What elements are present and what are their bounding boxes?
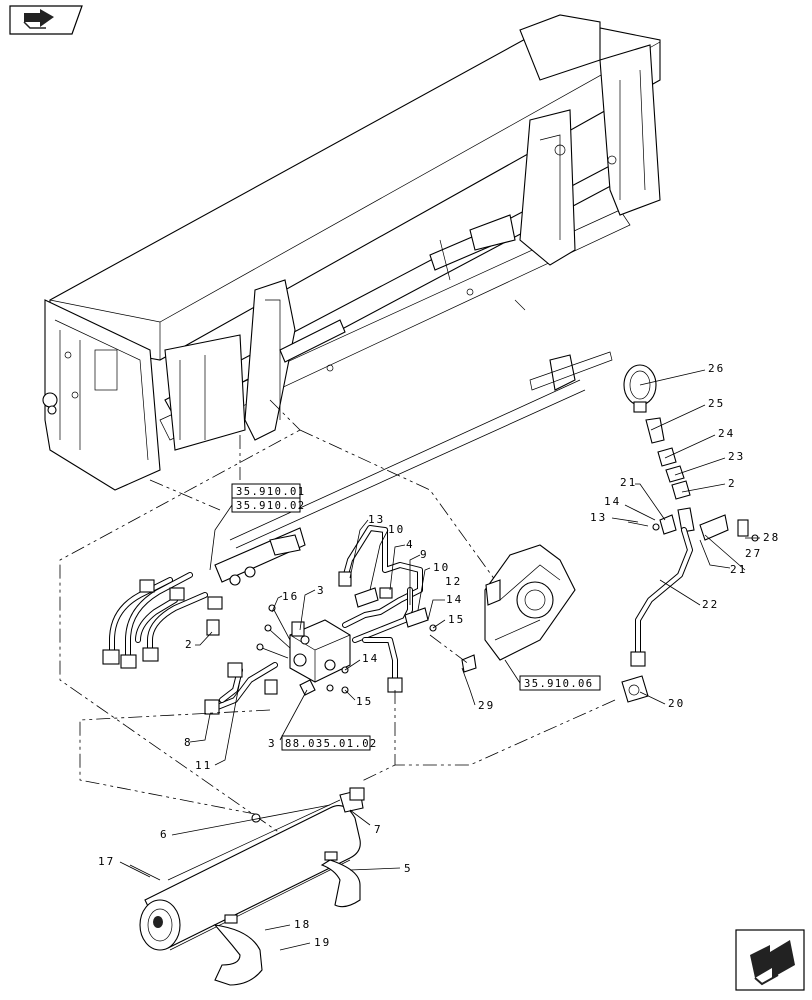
reference-box-group-2[interactable]: 35.910.06	[519, 675, 601, 691]
callout-10: 10	[388, 523, 405, 536]
check-valve	[251, 787, 365, 823]
callout-2: 2	[185, 638, 194, 651]
reference-label: 35.910.01	[236, 486, 306, 498]
callout-23: 23	[728, 450, 745, 463]
callout-27: 27	[745, 547, 762, 560]
reference-box-group-3[interactable]: 88.035.01.02	[281, 735, 378, 751]
callout-8: 8	[184, 736, 193, 749]
callout-11: 11	[195, 759, 212, 772]
callout-6: 6	[160, 828, 169, 841]
callout-numbers: 26 25 24 23 2 21 14 13 28 27 21 22 20 13…	[98, 362, 780, 949]
reference-label: 35.910.02	[236, 500, 306, 512]
callout-17: 17	[98, 855, 115, 868]
callout-19: 19	[314, 936, 331, 949]
callout-26: 26	[708, 362, 725, 375]
callout-13: 13	[368, 513, 385, 526]
callout-5: 5	[404, 862, 413, 875]
callout-2: 2	[728, 477, 737, 490]
reference-box-group-1[interactable]: 35.910.01 35.910.02	[231, 483, 306, 513]
callout-7: 7	[374, 823, 383, 836]
accumulator-clamps	[213, 851, 361, 986]
callout-28: 28	[763, 531, 780, 544]
hydraulic-hose-assembly	[102, 351, 613, 669]
callout-13: 13	[590, 511, 607, 524]
callout-12: 12	[445, 575, 462, 588]
callout-15: 15	[356, 695, 373, 708]
callout-4: 4	[406, 538, 415, 551]
accumulator-cylinder	[139, 799, 361, 951]
callout-leader-lines	[129, 369, 760, 951]
next-page-arrow-icon[interactable]	[9, 5, 83, 35]
callout-29: 29	[478, 699, 495, 712]
drive-housing	[484, 544, 576, 661]
callout-18: 18	[294, 918, 311, 931]
pressure-gauge-line	[621, 364, 759, 703]
callout-14: 14	[604, 495, 621, 508]
callout-15: 15	[448, 613, 465, 626]
callout-9: 9	[420, 548, 429, 561]
control-valve-block	[256, 604, 351, 696]
callout-10: 10	[433, 561, 450, 574]
callout-21: 21	[620, 476, 637, 489]
callout-25: 25	[708, 397, 725, 410]
callout-14: 14	[446, 593, 463, 606]
callout-3: 3	[317, 584, 326, 597]
callout-20: 20	[668, 697, 685, 710]
reference-label: 35.910.06	[524, 678, 594, 690]
callout-3: 3	[268, 737, 277, 750]
callout-14: 14	[362, 652, 379, 665]
callout-21: 21	[730, 563, 747, 576]
previous-page-arrow-icon[interactable]	[735, 929, 805, 991]
callout-16: 16	[282, 590, 299, 603]
reference-label: 88.035.01.02	[285, 738, 378, 750]
callout-22: 22	[702, 598, 719, 611]
callout-24: 24	[718, 427, 735, 440]
machine-frame	[42, 14, 661, 841]
